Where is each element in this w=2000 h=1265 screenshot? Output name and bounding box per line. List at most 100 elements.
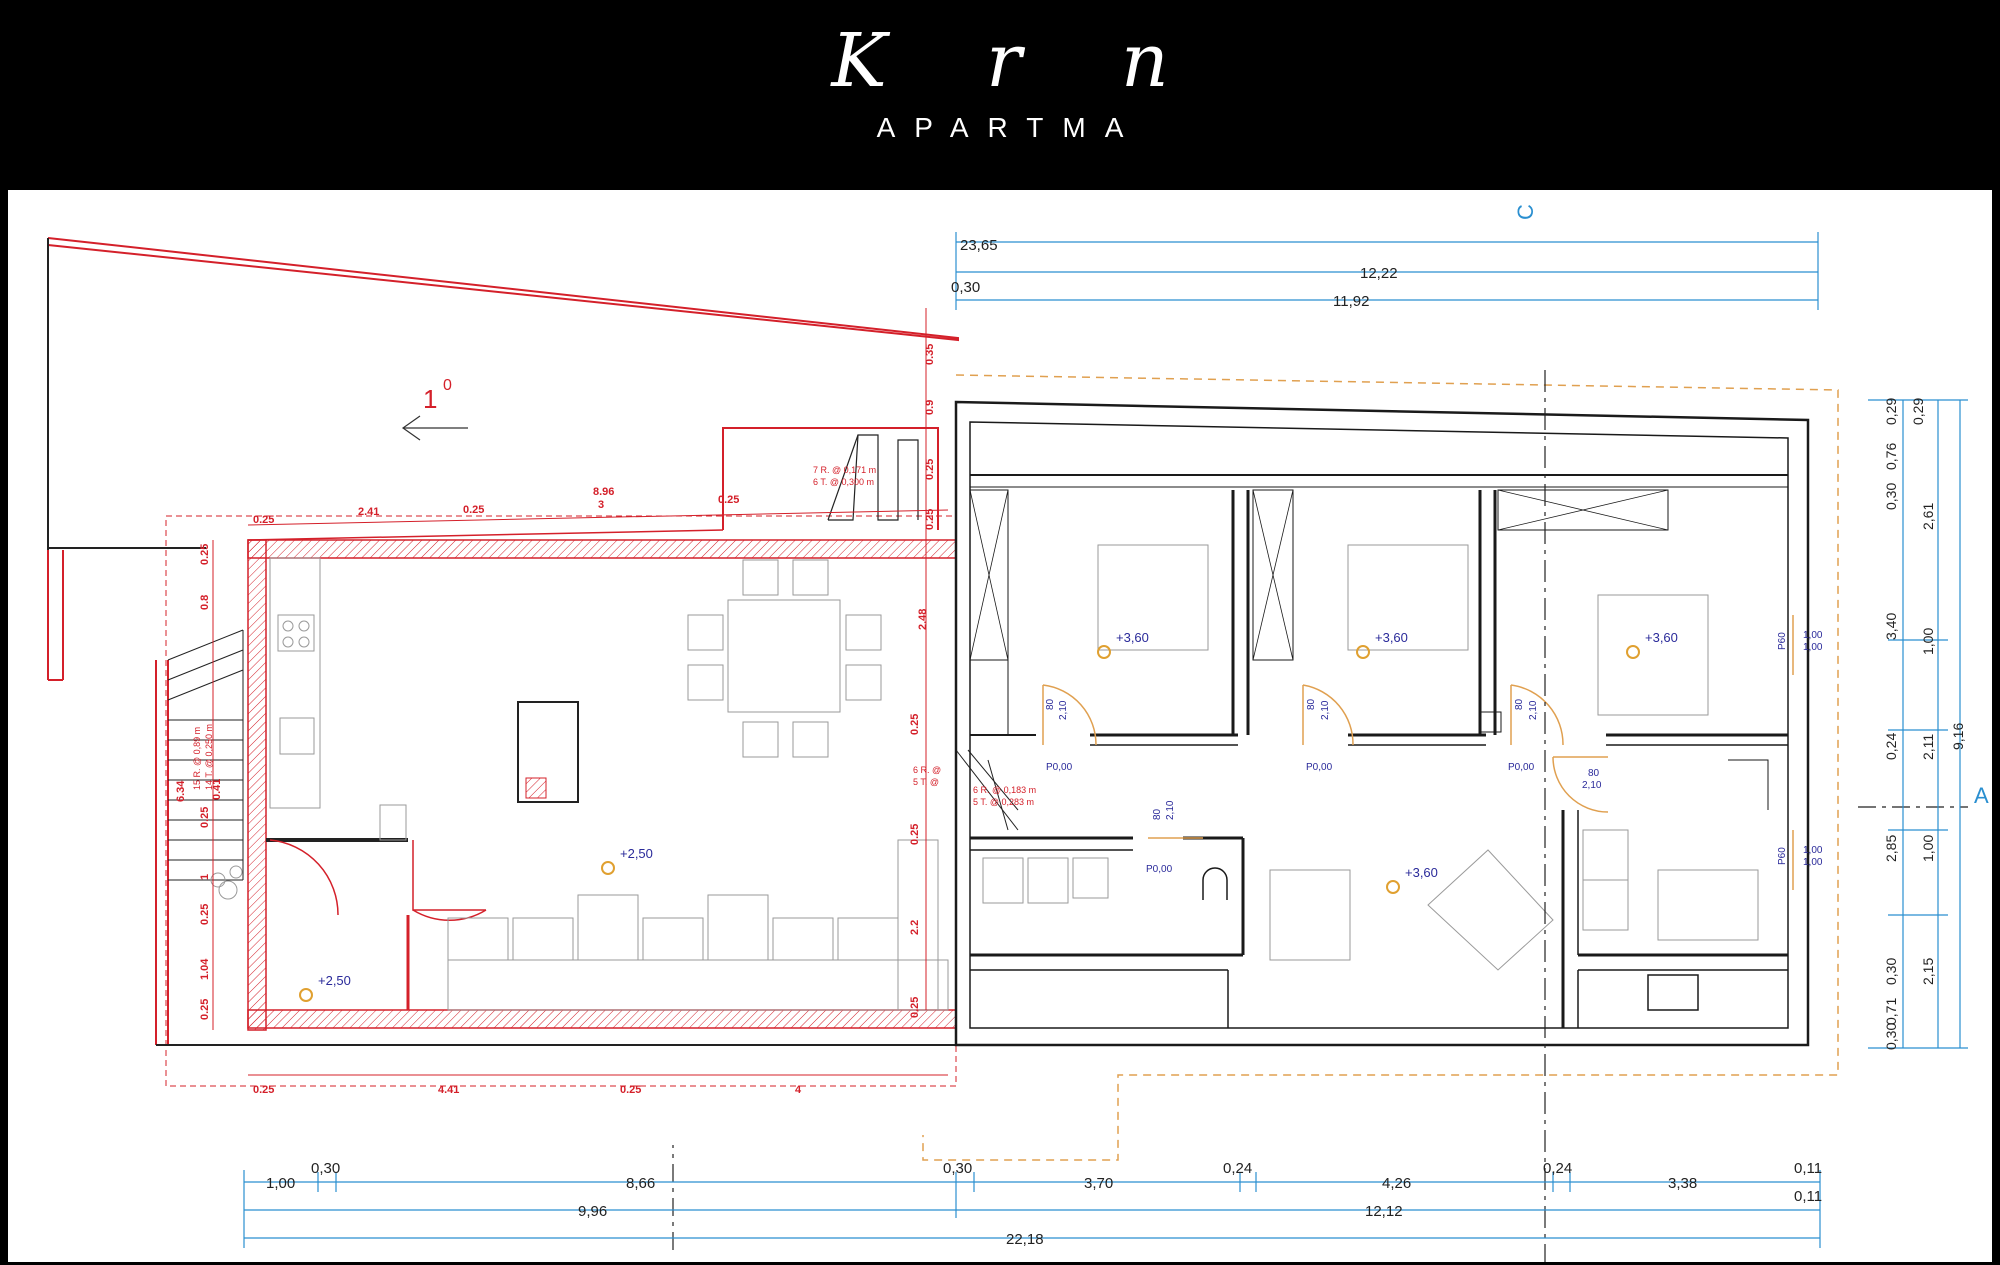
svg-text:4,26: 4,26 <box>1382 1175 1411 1192</box>
svg-text:0.25: 0.25 <box>620 1084 641 1096</box>
svg-text:2.41: 2.41 <box>358 506 379 518</box>
svg-text:0.25: 0.25 <box>718 494 739 506</box>
top-dimensions: 23,65 12,22 0,30 11,92 <box>951 232 1819 310</box>
slope-indicator: 1 0 <box>401 377 468 441</box>
wall-bottom <box>247 1009 957 1029</box>
svg-text:0,24: 0,24 <box>1223 1160 1252 1177</box>
svg-text:0.35: 0.35 <box>924 344 936 365</box>
svg-text:23,65: 23,65 <box>960 237 998 254</box>
svg-text:P60: P60 <box>1777 632 1788 650</box>
svg-text:11,92: 11,92 <box>1333 293 1369 310</box>
svg-text:9,16: 9,16 <box>1950 723 1966 750</box>
svg-text:1.04: 1.04 <box>199 958 211 980</box>
svg-text:6.34: 6.34 <box>175 780 187 802</box>
svg-text:0,30: 0,30 <box>311 1160 340 1177</box>
door-labels: 80 2,10 P0,00 80 2,10 P0,00 80 2,10 P0,0… <box>1045 630 1823 875</box>
svg-text:1,00: 1,00 <box>1920 628 1936 655</box>
svg-text:0.25: 0.25 <box>924 459 936 480</box>
svg-text:1,00: 1,00 <box>1920 835 1936 862</box>
svg-text:80: 80 <box>1588 768 1600 779</box>
svg-text:4.41: 4.41 <box>438 1084 459 1096</box>
svg-text:0.41: 0.41 <box>211 779 223 800</box>
bed-2 <box>1347 544 1469 651</box>
wall-left <box>247 539 267 1031</box>
furniture-left <box>210 557 949 1011</box>
svg-text:0.25: 0.25 <box>253 1084 274 1096</box>
kitchen-counter <box>269 557 321 809</box>
svg-text:1,00: 1,00 <box>1803 845 1823 856</box>
svg-text:1,00: 1,00 <box>1803 630 1823 641</box>
svg-text:2,10: 2,10 <box>1165 800 1176 820</box>
svg-text:9,96: 9,96 <box>578 1203 607 1220</box>
svg-text:P0,00: P0,00 <box>1306 762 1333 773</box>
svg-text:0.25: 0.25 <box>253 514 274 526</box>
svg-text:0,30: 0,30 <box>943 1160 972 1177</box>
right-dimensions: 0,29 0,29 0,76 0,30 2,61 3,40 1,00 0,24 … <box>1868 398 1968 1050</box>
svg-text:6 T. @ 0,300 m: 6 T. @ 0,300 m <box>813 477 874 487</box>
svg-text:2,15: 2,15 <box>1920 958 1936 985</box>
svg-text:1,00: 1,00 <box>1803 857 1823 868</box>
level-marker: +3,60 <box>1097 630 1149 659</box>
sofa-back <box>447 959 949 1011</box>
svg-text:0,24: 0,24 <box>1543 1160 1572 1177</box>
svg-text:3,38: 3,38 <box>1668 1175 1697 1192</box>
svg-text:0.25: 0.25 <box>924 509 936 530</box>
svg-text:0,76: 0,76 <box>1883 443 1899 470</box>
svg-text:P0,00: P0,00 <box>1508 762 1535 773</box>
svg-text:P0,00: P0,00 <box>1146 864 1173 875</box>
svg-text:80: 80 <box>1514 698 1525 710</box>
bottom-dimensions: 1,00 0,30 8,66 0,30 3,70 0,24 4,26 0,24 … <box>243 1160 1822 1248</box>
dining-table <box>727 599 841 713</box>
svg-text:8.96: 8.96 <box>593 486 614 498</box>
svg-text:8,66: 8,66 <box>626 1175 655 1192</box>
svg-text:6 R. @ 0,183 m: 6 R. @ 0,183 m <box>973 785 1036 795</box>
svg-text:12,12: 12,12 <box>1365 1203 1403 1220</box>
red-dimensions: 0.25 2.41 0.25 8.96 3 0.25 0.25 0.35 0.9… <box>175 308 949 1096</box>
svg-text:0.9: 0.9 <box>924 400 936 415</box>
stair-top <box>827 434 919 521</box>
level-marker: +3,60 <box>1386 865 1438 894</box>
level-marker: +2,50 <box>299 973 351 1002</box>
svg-text:P0,00: P0,00 <box>1046 762 1073 773</box>
level-markers: +2,50 +2,50 +3,60 +3,60 +3,60 +3,60 <box>299 630 1678 1002</box>
level-marker: +3,60 <box>1626 630 1678 659</box>
svg-text:14 T. @ 0,250 m: 14 T. @ 0,250 m <box>204 724 214 790</box>
floor-plan-drawing: 1 0 <box>47 204 1989 1262</box>
svg-text:0,29: 0,29 <box>1910 398 1926 425</box>
stair-left <box>167 629 244 881</box>
svg-text:0,30: 0,30 <box>1883 1023 1899 1050</box>
svg-text:0,24: 0,24 <box>1883 733 1899 760</box>
svg-text:80: 80 <box>1152 808 1163 820</box>
svg-text:3,40: 3,40 <box>1883 613 1899 640</box>
svg-text:1,00: 1,00 <box>266 1175 295 1192</box>
existing-structure-red <box>47 237 1019 1087</box>
svg-text:2,10: 2,10 <box>1582 780 1602 791</box>
bed-1 <box>1097 544 1209 651</box>
svg-text:22,18: 22,18 <box>1006 1231 1044 1248</box>
svg-text:+3,60: +3,60 <box>1375 630 1408 645</box>
svg-text:2,10: 2,10 <box>1320 700 1331 720</box>
brand-logo-script: K r n <box>831 18 1207 104</box>
svg-text:0,29: 0,29 <box>1883 398 1899 425</box>
svg-text:0,30: 0,30 <box>1883 483 1899 510</box>
svg-text:12,22: 12,22 <box>1360 265 1398 282</box>
svg-text:0,71: 0,71 <box>1883 998 1899 1025</box>
svg-text:2,85: 2,85 <box>1883 835 1899 862</box>
svg-text:0.25: 0.25 <box>199 544 211 565</box>
svg-text:80: 80 <box>1045 698 1056 710</box>
svg-text:0.25: 0.25 <box>909 714 921 735</box>
svg-text:1: 1 <box>199 874 211 880</box>
svg-text:0.25: 0.25 <box>909 997 921 1018</box>
svg-text:0.25: 0.25 <box>199 807 211 828</box>
svg-text:+3,60: +3,60 <box>1405 865 1438 880</box>
svg-text:1,00: 1,00 <box>1803 642 1823 653</box>
svg-text:0.25: 0.25 <box>199 999 211 1020</box>
svg-text:80: 80 <box>1306 698 1317 710</box>
svg-text:7 R. @ 0,171 m: 7 R. @ 0,171 m <box>813 465 876 475</box>
floor-plan-sheet: 1 0 <box>8 190 1992 1262</box>
slope-label: 1 <box>423 384 437 414</box>
level-marker: +2,50 <box>601 846 653 875</box>
svg-text:2,61: 2,61 <box>1920 503 1936 530</box>
svg-text:6 R. @: 6 R. @ <box>913 765 941 775</box>
outer-wall <box>954 400 1810 1047</box>
